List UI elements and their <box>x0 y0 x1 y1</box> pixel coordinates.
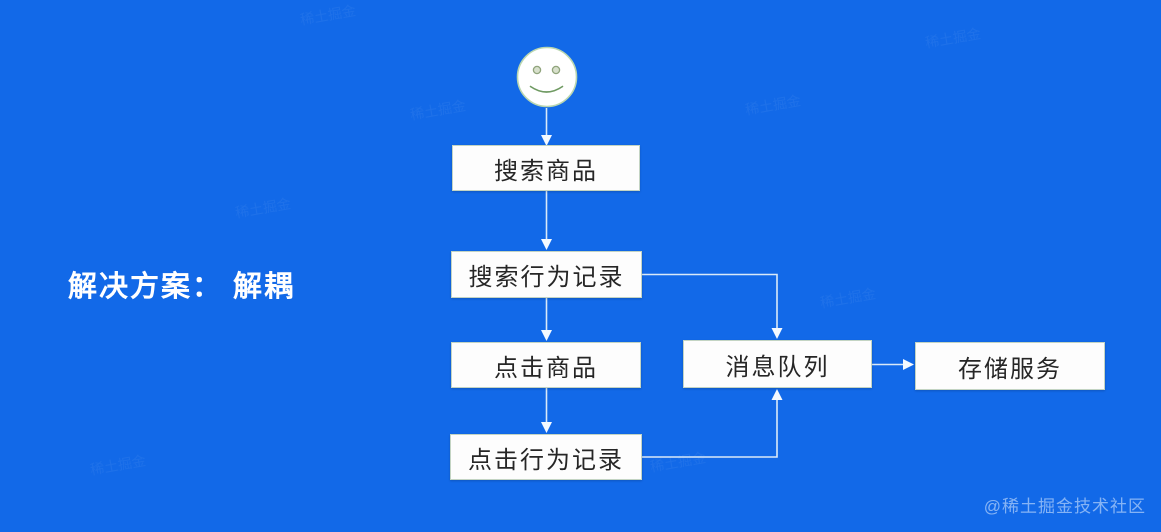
background-watermark: 稀土掘金 <box>649 449 707 475</box>
node-click-product: 点击商品 <box>451 342 641 388</box>
background-watermark: 稀土掘金 <box>744 92 802 118</box>
background-watermark: 稀土掘金 <box>924 25 982 51</box>
background-watermark: 稀土掘金 <box>819 285 877 311</box>
node-message-queue: 消息队列 <box>683 340 872 388</box>
arrow-search-product-to-search-behavior <box>541 191 552 250</box>
node-search-product: 搜索商品 <box>452 145 640 191</box>
background-watermark: 稀土掘金 <box>409 97 467 123</box>
node-click-behavior-record: 点击行为记录 <box>450 434 642 480</box>
arrow-search-behavior-to-click-product <box>541 298 552 341</box>
background-watermark: 稀土掘金 <box>234 195 292 221</box>
node-search-behavior-record: 搜索行为记录 <box>451 251 642 298</box>
smiley-face-icon <box>516 46 578 108</box>
background-watermark: 稀土掘金 <box>299 2 357 28</box>
node-storage-service: 存储服务 <box>915 342 1105 390</box>
solution-label: 解决方案： 解耦 <box>68 271 296 303</box>
arrow-search-behavior-to-message-queue <box>642 273 783 339</box>
arrow-click-behavior-to-message-queue <box>642 389 783 458</box>
background-watermark: 稀土掘金 <box>89 452 147 478</box>
arrow-click-product-to-click-behavior <box>541 388 552 433</box>
arrow-message-queue-to-storage-service <box>872 359 914 370</box>
arrow-actor-to-search-product <box>541 108 552 146</box>
watermark-credit: @稀土掘金技术社区 <box>983 497 1146 516</box>
